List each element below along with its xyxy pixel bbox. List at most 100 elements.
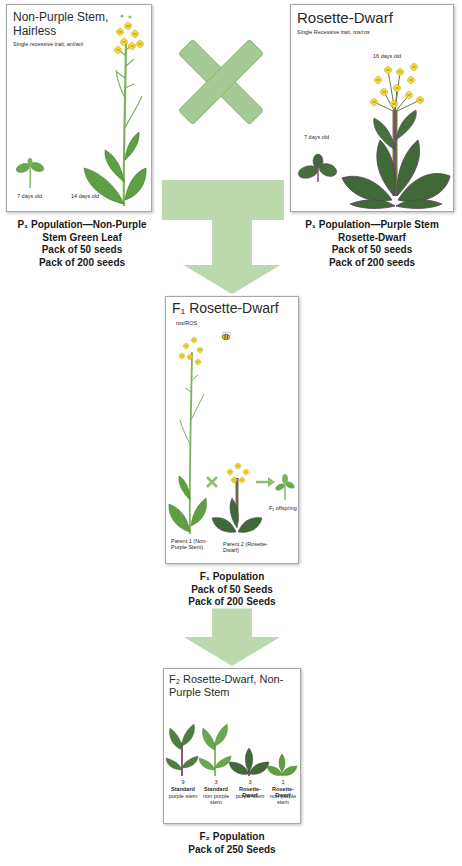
tall-plant-drawing — [116, 28, 124, 36]
tall-plant-drawing — [124, 22, 132, 30]
rosette-parent-drawing — [227, 469, 233, 475]
tall-plant-drawing — [128, 42, 136, 50]
standard-purple-plant — [182, 724, 195, 746]
population-card: Non-Purple Stem, HairlessSingle recessiv… — [2, 4, 162, 269]
rosette-plant-drawing — [390, 100, 398, 108]
caption-line: F₂ Population — [153, 831, 311, 844]
parent-plant-drawing — [195, 359, 201, 365]
caption-line: Pack of 200 seeds — [5, 257, 159, 270]
tall-plant-drawing — [125, 132, 139, 160]
phenotype-name: Standard — [200, 786, 233, 792]
rosette-parent-drawing — [231, 477, 237, 483]
population-card: F₁ Rosette-Dwarf ros/ROS Parent 1 (Non-Pur… — [150, 296, 314, 609]
arrow-shaft — [232, 200, 284, 266]
parent-plant-drawing — [179, 353, 185, 359]
text-slot: Non-Purple Stem, Hairless — [13, 11, 115, 39]
parent-plant-drawing — [191, 337, 197, 343]
seed-pack-caption: P₁ Population—Non-Purple Stem Green Leaf… — [2, 219, 162, 269]
caption-line: Pack of 50 Seeds — [153, 584, 311, 597]
text-slot: F₂ Rosette-Dwarf, Non-Purple Stem — [169, 673, 287, 698]
standard-purple-plant — [170, 728, 183, 750]
text-slot: 7 days old — [17, 193, 51, 199]
card-title: Non-Purple Stem, Hairless — [13, 11, 115, 39]
text-slot: Standard — [200, 786, 233, 792]
text-slot: non purple stem — [200, 793, 233, 806]
rosette-purple-plant — [229, 748, 269, 776]
seed-pack-caption: F₂ PopulationPack of 250 Seeds — [150, 831, 314, 856]
rosette-seedling-drawing — [297, 154, 339, 182]
stem-colour: purple stem — [234, 793, 267, 799]
cross-symbol — [179, 40, 264, 125]
rosette-plant-drawing — [384, 66, 392, 74]
standard-purple-plant — [182, 756, 198, 768]
text-slot: 3 — [200, 779, 233, 785]
seed-pack-caption: P₁ Population—Purple Stem Rosette-DwarfP… — [284, 219, 460, 269]
stem-colour: purple stem — [167, 793, 200, 799]
text-slot: 7 days old — [304, 134, 344, 140]
card-title: Rosette-Dwarf — [297, 9, 421, 26]
parent-plant-drawing — [187, 354, 193, 360]
stem-colour: non purple stem — [200, 793, 233, 806]
arrow-head — [184, 265, 280, 294]
offspring-arrow — [268, 477, 275, 487]
age-label: 14 days old — [71, 193, 107, 199]
text-slot: non-purple stem — [267, 793, 300, 806]
rosette-plant-drawing — [405, 91, 413, 99]
text-slot: purple stem — [167, 793, 200, 799]
rosette-purple-plant — [229, 748, 269, 774]
cross-symbol — [179, 40, 264, 125]
population-card: F₂ Rosette-Dwarf, Non-Purple Stem 9Standa… — [150, 668, 314, 856]
rosette-plant-drawing — [342, 176, 392, 201]
tall-plant-drawing — [128, 15, 131, 18]
standard-green-plant — [199, 758, 215, 770]
stem-colour: non-purple stem — [267, 793, 300, 806]
rosette-parent-drawing — [235, 463, 241, 469]
text-slot: Parent 2 (Rosette-Dwarf) — [223, 541, 269, 554]
flow-arrow — [184, 609, 280, 667]
rosette-plant-drawing — [396, 68, 404, 76]
genotype-note: Single Recessive trait, ros/ros — [297, 29, 417, 35]
standard-purple-plant — [166, 758, 182, 770]
age-label: 16 days old — [373, 53, 413, 59]
rosette-parent-drawing — [230, 498, 238, 528]
caption-line: Pack of 50 seeds — [5, 244, 159, 257]
rosette-plant-drawing — [342, 63, 450, 208]
rosette-parent-drawing — [238, 518, 262, 533]
illustration-frame: F₂ Rosette-Dwarf, Non-Purple Stem 9Standa… — [163, 668, 301, 824]
plant-label: Parent 2 (Rosette-Dwarf) — [223, 541, 269, 554]
rosette-plant-drawing — [396, 110, 416, 140]
ratio-number: 3 — [200, 779, 233, 785]
parent-plant-drawing — [180, 375, 204, 446]
caption-line: P₁ Population—Purple Stem Rosette-Dwarf — [287, 219, 457, 244]
text-slot: F₁ Rosette-Dwarf — [172, 300, 296, 316]
text-slot: 9 — [167, 779, 200, 785]
age-label: 7 days old — [304, 134, 344, 140]
rosette-purple-plant — [245, 748, 253, 772]
flow-arrow — [184, 200, 284, 294]
arrow-head — [184, 265, 280, 294]
rosette-parent-drawing — [239, 477, 245, 483]
text-slot: Parent 1 (Non-Purple Stem) — [171, 538, 221, 551]
tall-plant-drawing — [131, 30, 139, 38]
tall-plant-drawing — [125, 168, 146, 200]
standard-green-plant — [215, 724, 228, 746]
text-slot: ros/ROS — [176, 320, 216, 326]
seedling-drawing — [29, 168, 31, 188]
text-slot: Single recessive trait, anl/anl — [13, 41, 111, 47]
age-label: 7 days old — [17, 193, 51, 199]
tall-plant-drawing — [116, 44, 142, 128]
caption-line: Pack of 200 Seeds — [153, 596, 311, 609]
rosette-plant-drawing — [374, 76, 382, 84]
text-slot: 1 — [267, 779, 300, 785]
text-slot: 3 — [234, 779, 267, 785]
illustration-frame: Rosette-DwarfSingle Recessive trait, ros… — [290, 4, 454, 212]
standard-green-plant — [215, 756, 231, 768]
rosette-green-plant — [279, 754, 285, 772]
text-slot: Standard — [167, 786, 200, 792]
genotype-note: ros/ROS — [176, 320, 216, 326]
text-slot: 16 days old — [373, 53, 413, 59]
parent-plant-drawing — [197, 347, 203, 353]
rosette-plant-drawing — [350, 200, 395, 209]
rosette-plant-drawing — [416, 96, 424, 104]
